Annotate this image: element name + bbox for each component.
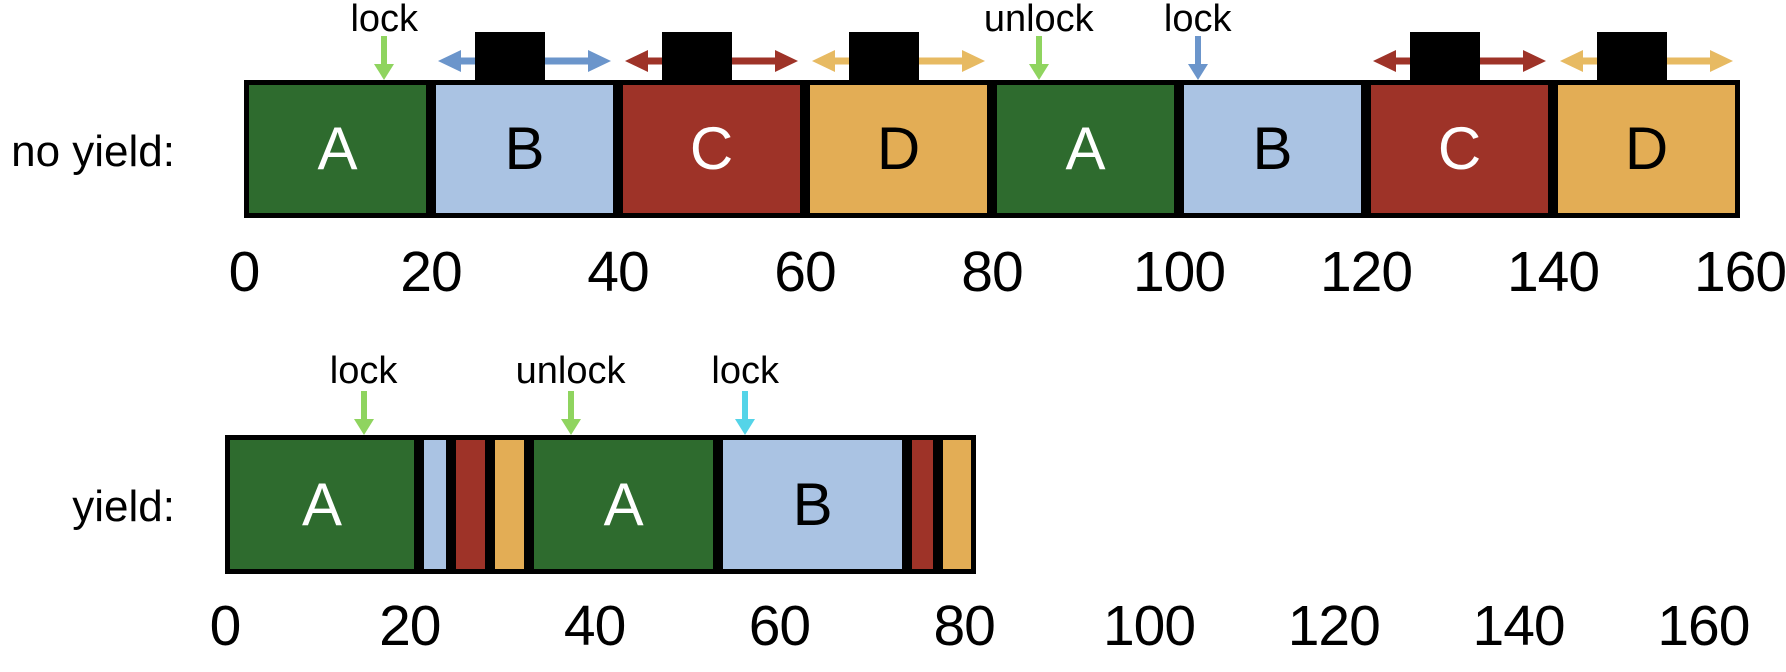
segment-thread-label: A	[1065, 115, 1106, 182]
timeline-segment-thread-A: A	[244, 80, 431, 218]
down-arrow-icon	[374, 36, 395, 80]
spin-wait-box	[1596, 32, 1667, 80]
axis-tick-label: 140	[1472, 594, 1566, 658]
down-arrow-icon	[353, 391, 374, 435]
axis-tick-label: 20	[400, 240, 462, 304]
axis-tick-label: 80	[933, 594, 995, 658]
down-arrow-icon	[560, 391, 581, 435]
spin-wait-box	[848, 32, 919, 80]
lock-annotation-label: lock	[350, 0, 419, 40]
timeline-segment-thread-C: C	[618, 80, 805, 218]
spin-wait-box	[661, 32, 732, 80]
timeline-segment-thread-D	[938, 435, 977, 574]
down-arrow-icon	[1187, 36, 1208, 80]
axis-tick-label: 160	[1657, 594, 1750, 658]
lock-annotation-label: lock	[329, 350, 398, 392]
down-arrow-icon	[735, 391, 756, 435]
segment-thread-label: B	[792, 470, 833, 538]
axis-tick-label: 60	[748, 594, 811, 658]
axis-tick-label: 100	[1132, 240, 1226, 304]
timeline-segment-thread-B: B	[718, 435, 907, 574]
lock-arrow-icon	[371, 36, 397, 80]
segment-thread-label: C	[1437, 115, 1482, 182]
axis-tick-label: 40	[587, 240, 649, 304]
axis-tick-label: 140	[1506, 240, 1600, 304]
unlock-arrow-icon	[1026, 36, 1052, 80]
timeline-segment-thread-B: B	[1179, 80, 1366, 218]
lock-annotation-label: lock	[711, 350, 779, 392]
timeline-segment-thread-D: D	[1553, 80, 1740, 218]
axis-tick-label: 160	[1693, 240, 1786, 304]
spin-wait-box	[1409, 32, 1480, 80]
timeline-segment-thread-C	[451, 435, 491, 574]
timeline-segment-thread-A: A	[528, 435, 719, 574]
segment-thread-label: D	[1624, 115, 1669, 182]
row-label-yield: yield:	[72, 482, 175, 531]
segment-thread-label: D	[876, 115, 921, 182]
timeline-segment-thread-D	[490, 435, 529, 574]
axis-tick-label: 0	[228, 240, 261, 304]
unlock-annotation-label: unlock	[515, 350, 626, 392]
segment-thread-label: B	[504, 115, 545, 182]
spin-wait-box	[474, 32, 545, 80]
axis-tick-label: 60	[774, 240, 836, 304]
lock-arrow-icon	[351, 391, 377, 435]
axis-tick-label: 100	[1102, 594, 1196, 658]
segment-thread-label: A	[603, 470, 644, 538]
axis-tick-label: 40	[563, 594, 626, 658]
lock-arrow-icon	[1185, 36, 1211, 80]
axis-tick-label: 20	[379, 594, 441, 658]
timeline-segment-thread-A: A	[225, 435, 420, 574]
segment-thread-label: C	[689, 115, 734, 182]
row-label-no-yield: no yield:	[11, 127, 175, 176]
lock-arrow-icon	[732, 391, 758, 435]
segment-thread-label: A	[302, 470, 343, 538]
axis-tick-label: 120	[1319, 240, 1413, 304]
down-arrow-icon	[1028, 36, 1049, 80]
unlock-annotation-label: unlock	[983, 0, 1094, 40]
timeline-segment-thread-C: C	[1366, 80, 1553, 218]
axis-tick-label: 120	[1287, 594, 1381, 658]
segment-thread-label: A	[317, 115, 358, 182]
axis-tick-label: 0	[209, 594, 242, 658]
timeline-segment-thread-A: A	[992, 80, 1179, 218]
timeline-segment-thread-B: B	[431, 80, 618, 218]
timeline-segment-thread-C	[906, 435, 939, 574]
unlock-arrow-icon	[558, 391, 584, 435]
segment-thread-label: B	[1252, 115, 1293, 182]
timeline-segment-thread-B	[419, 435, 452, 574]
axis-tick-label: 80	[961, 240, 1023, 304]
lock-annotation-label: lock	[1163, 0, 1232, 40]
timeline-segment-thread-D: D	[805, 80, 992, 218]
